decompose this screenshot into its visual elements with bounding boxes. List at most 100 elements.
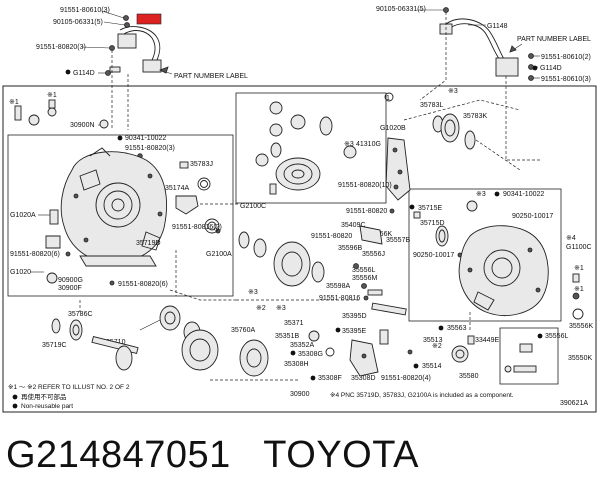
label: 35308G xyxy=(298,351,323,358)
differential-gear-set xyxy=(255,101,357,195)
label: 91551-80610(3) xyxy=(541,76,591,83)
label: 35395D xyxy=(342,313,367,320)
non-reusable-dot-icon xyxy=(537,333,543,339)
label: 35783K xyxy=(463,113,487,120)
label: 35409C xyxy=(341,222,366,229)
non-reusable-dot-icon xyxy=(310,375,316,381)
non-reusable-dot-icon xyxy=(409,204,415,210)
label: ※2 xyxy=(256,305,266,312)
transaxle-housing-right xyxy=(435,225,549,316)
label: PART NUMBER LABEL xyxy=(517,36,591,43)
differential-case xyxy=(238,231,325,287)
label: ※2 xyxy=(432,343,442,350)
sub-box-center xyxy=(235,92,387,204)
label: 30900N xyxy=(70,122,95,129)
wire-harness-left xyxy=(105,13,162,76)
oil-receiver-plate xyxy=(385,137,411,201)
seal-ring xyxy=(204,218,220,234)
label: ※1 xyxy=(47,92,57,99)
label: 91551-80820(6) xyxy=(118,281,168,288)
label: G1148 xyxy=(487,23,508,30)
label: G114D xyxy=(73,70,95,77)
label: 91551-80816(2) xyxy=(172,224,222,231)
parking-lock-parts xyxy=(308,302,407,377)
catalog-caption: G214847051 TOYOTA xyxy=(6,434,419,476)
parts-diagram: 91551-80610(3) 90105-06331(5) 91551-8082… xyxy=(2,6,597,413)
label: 35351B xyxy=(275,333,299,340)
bearing-gear-set xyxy=(159,305,269,377)
label: ※3 xyxy=(248,289,258,296)
note: Non-reusable part xyxy=(21,403,73,410)
label: 390621A xyxy=(560,400,588,407)
label: 91551-80816 xyxy=(319,295,360,302)
label: 35395E xyxy=(342,328,366,335)
label: 35308D xyxy=(351,375,376,382)
label: G1020 xyxy=(10,269,31,276)
label: G114D xyxy=(540,65,562,72)
plug-bolts xyxy=(14,99,57,126)
label: 35308H xyxy=(284,361,309,368)
non-reusable-dot-icon xyxy=(532,65,538,71)
label: G1100C xyxy=(566,244,592,251)
label: 35783J xyxy=(190,161,213,168)
plug-icon xyxy=(99,119,109,129)
sub-box-right xyxy=(408,188,562,322)
label: 90250-10017 xyxy=(413,252,454,259)
label: 35719C xyxy=(42,342,67,349)
label: 35783L xyxy=(420,102,443,109)
label: 30900F xyxy=(58,285,82,292)
label: 91551-80820(3) xyxy=(36,44,86,51)
label: 35514 xyxy=(422,363,442,370)
label: 35308F xyxy=(318,375,342,382)
label: 91551-80610(3) xyxy=(60,7,110,14)
label: 35556M xyxy=(352,275,377,282)
label: ※3 xyxy=(476,191,486,198)
note: ※4 PNC 35719D, 35783J, G2100A is include… xyxy=(330,392,514,399)
label: ※1 xyxy=(9,99,19,106)
manual-valve-body-parts xyxy=(353,225,383,296)
label: 35371 xyxy=(284,320,304,327)
non-reusable-dot-icon xyxy=(65,69,71,75)
label: 35556L xyxy=(545,333,568,340)
label: 35556K xyxy=(569,323,593,330)
label: 35557B xyxy=(386,237,410,244)
label: 91551-80820 xyxy=(311,233,352,240)
non-reusable-dot-icon xyxy=(494,191,500,197)
label: 35719D xyxy=(136,240,161,247)
wire-harness-right xyxy=(439,7,534,81)
label: 90105-06331(5) xyxy=(53,19,103,26)
label: 90250-10017 xyxy=(512,213,553,220)
label: ※1 xyxy=(574,265,584,272)
sub-box-bottom-right xyxy=(499,327,559,385)
non-reusable-dot-icon xyxy=(12,403,18,409)
diagram-frame xyxy=(2,85,597,413)
label: 35563 xyxy=(447,325,467,332)
label: 35715E xyxy=(418,205,442,212)
label: 35550K xyxy=(568,355,592,362)
non-reusable-dot-icon xyxy=(335,327,341,333)
label: 91551-80820(10) xyxy=(338,182,392,189)
label: 35715D xyxy=(420,220,445,227)
label: ※4 xyxy=(566,235,576,242)
label: 33449E xyxy=(475,337,499,344)
label: 35580 xyxy=(459,373,479,380)
label: 90900G xyxy=(58,277,83,284)
label: G2100A xyxy=(206,251,232,258)
label: 35598A xyxy=(326,283,350,290)
plug-icon xyxy=(46,272,58,284)
label: 35556L xyxy=(352,267,375,274)
non-reusable-dot-icon xyxy=(413,363,419,369)
non-reusable-dot-icon xyxy=(117,135,123,141)
arrow-icon xyxy=(159,66,169,74)
label: 90341-10022 xyxy=(125,135,166,142)
note: ※1 〜 ※2 REFER TO ILLUST NO. 2 OF 2 xyxy=(8,384,130,391)
label: 30900 xyxy=(290,391,310,398)
callout-number: 1 xyxy=(386,95,390,102)
label: ※1 xyxy=(574,286,584,293)
bearing-set-right xyxy=(432,113,476,150)
label: 35174A xyxy=(165,185,189,192)
label: G1020A xyxy=(10,212,36,219)
label: ※3 xyxy=(448,88,458,95)
oil-pan-gasket xyxy=(79,255,157,267)
arrow-icon xyxy=(509,45,517,53)
